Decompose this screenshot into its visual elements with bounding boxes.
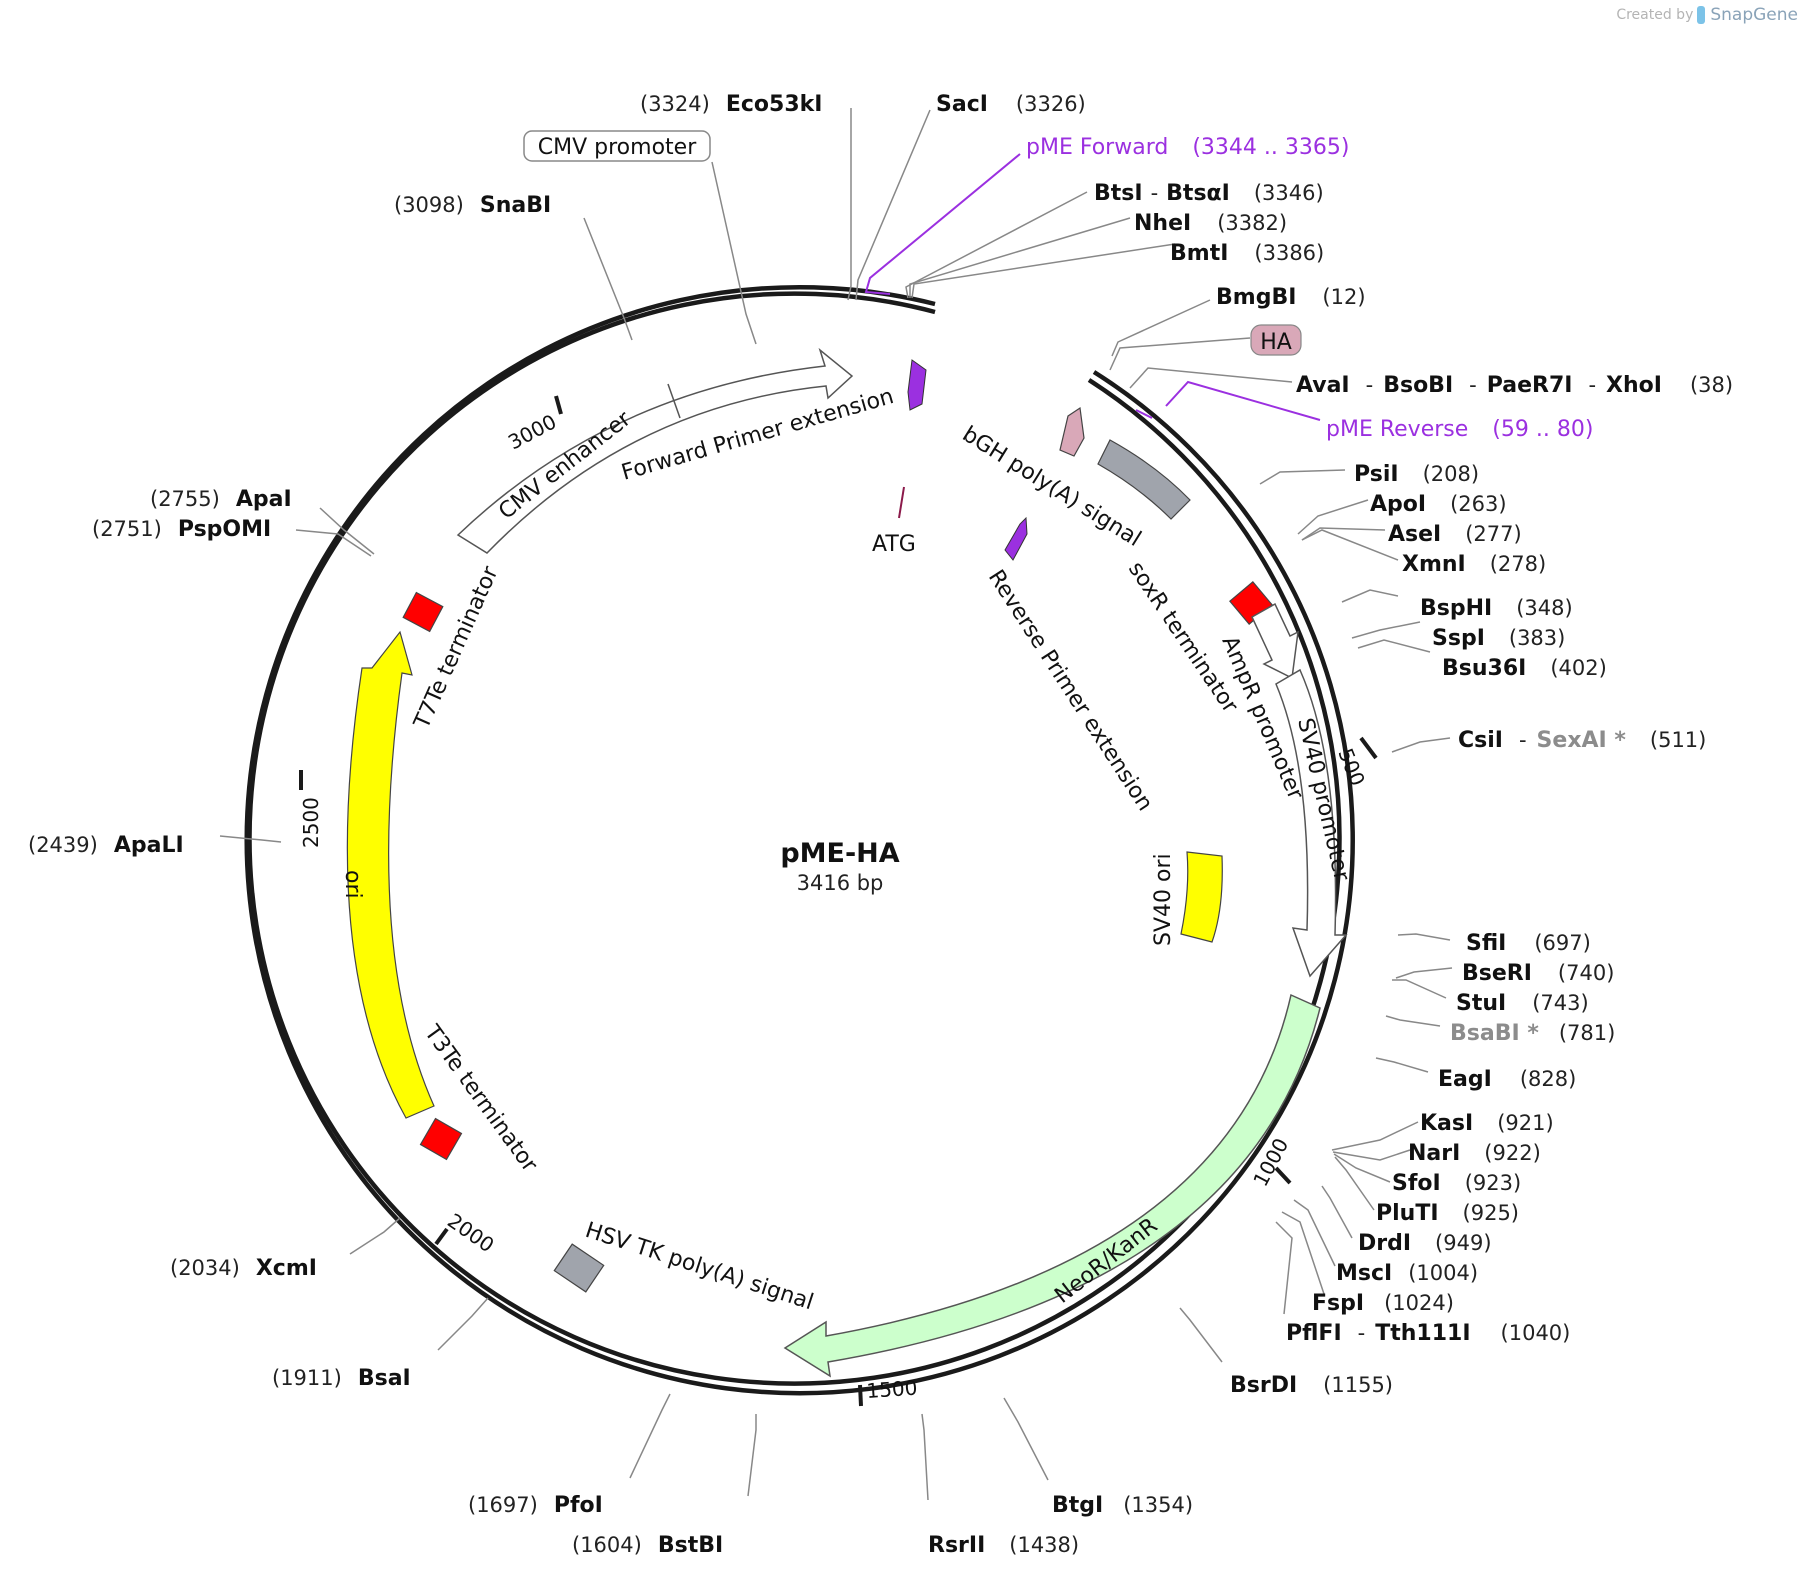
site-pfoi: (1697)PfoI <box>468 1493 603 1518</box>
ha-tag-marker <box>1059 406 1085 457</box>
watermark-created-by: Created by <box>1616 7 1694 23</box>
site-saci: SacI(3326) <box>936 92 1086 117</box>
ha-label: HA <box>1260 330 1292 355</box>
watermark-brand: SnapGene <box>1710 5 1798 25</box>
site-bstbi: (1604)BstBI <box>572 1533 723 1558</box>
site-nari: NarI(922) <box>1408 1141 1541 1166</box>
site-csii-sexai: CsiI-SexAI *(511) <box>1458 728 1706 753</box>
site-eagi: EagI(828) <box>1438 1067 1576 1092</box>
site-bsrdi: BsrDI(1155) <box>1230 1373 1393 1398</box>
site-eco53ki: (3324)Eco53kI <box>640 92 822 117</box>
t7te-terminator-block <box>402 591 444 633</box>
leader-lines <box>219 108 1453 1501</box>
sv40-ori-label: SV40 ori <box>1151 853 1176 946</box>
site-bsu36i: Bsu36I(402) <box>1442 656 1607 681</box>
site-avai-group: AvaI-BsoBI-PaeR7I-XhoI(38) <box>1296 373 1733 398</box>
cmv-divider <box>667 383 681 419</box>
tick-mark-3000 <box>554 395 563 415</box>
site-bsphi: BspHI(348) <box>1420 596 1573 621</box>
t3te-terminator-block <box>419 1117 463 1161</box>
site-sfoi: SfoI(923) <box>1392 1171 1521 1196</box>
site-kasi: KasI(921) <box>1420 1111 1554 1136</box>
site-pflfi-tth111i: PflFI-Tth111I(1040) <box>1286 1321 1570 1346</box>
backbone-inner <box>247 291 1342 1386</box>
site-xcmi: (2034)XcmI <box>170 1256 317 1281</box>
site-sfii: SfiI(697) <box>1466 931 1591 956</box>
sv40-ori-block <box>1180 851 1223 943</box>
bgh-polya-label: bGH poly(A) signal <box>958 422 1145 552</box>
reverse-primer-marker <box>1004 516 1028 561</box>
site-xmni: XmnI(278) <box>1402 552 1546 577</box>
ha-label-box <box>1250 324 1302 356</box>
tick-mark-500 <box>1359 736 1378 760</box>
site-snabi: (3098)SnaBI <box>394 193 551 218</box>
ori-label: ori <box>340 870 365 899</box>
site-bmti: BmtI(3386) <box>1170 241 1324 266</box>
tick-label-2000: 2000 <box>443 1208 498 1257</box>
tick-label-2500: 2500 <box>299 797 323 848</box>
snapgene-logo-icon <box>1697 6 1706 24</box>
reverse-primer-extension-label: Reverse Primer extension <box>983 566 1157 816</box>
sv40-promoter-arrow <box>1275 668 1348 978</box>
tick-label-1500: 1500 <box>866 1375 918 1402</box>
tick-mark-1500 <box>858 1384 863 1407</box>
site-apali: (2439)ApaLI <box>28 833 184 858</box>
site-apoi: ApoI(263) <box>1370 492 1507 517</box>
site-stui: StuI(743) <box>1456 991 1589 1016</box>
primer-pme-reverse: pME Reverse(59 .. 80) <box>1326 417 1593 442</box>
primer-pme-forward: pME Forward(3344 .. 3365) <box>1026 135 1349 160</box>
site-bsabi: BsaBI *(781) <box>1450 1021 1615 1046</box>
ampr-promoter-arrow <box>1251 602 1299 680</box>
backbone-outer <box>244 284 1355 1396</box>
site-bmgbi: BmgBI(12) <box>1216 285 1366 310</box>
tick-mark-2000 <box>434 1227 449 1246</box>
site-btsi-btsai: BtsI-BtsαI(3346) <box>1094 181 1324 206</box>
site-pluti: PluTI(925) <box>1376 1201 1519 1226</box>
ori-arrow <box>346 630 435 1119</box>
site-asei: AseI(277) <box>1388 522 1522 547</box>
hsv-polya-label: HSV TK poly(A) signal <box>582 1218 816 1315</box>
forward-primer-marker <box>907 359 927 411</box>
cmv-promoter-label: CMV promoter <box>538 135 697 160</box>
atg-marker <box>898 486 905 519</box>
site-bsai: (1911)BsaI <box>272 1366 411 1391</box>
site-rsrii: RsrII(1438) <box>928 1533 1079 1558</box>
site-fspi: FspI(1024) <box>1312 1291 1454 1316</box>
backbone <box>244 284 1355 1396</box>
hsv-polya-block <box>553 1243 605 1293</box>
site-apai: (2755)ApaI <box>150 487 292 512</box>
bgh-polya-block <box>1097 439 1191 520</box>
atg-label: ATG <box>872 532 916 557</box>
site-sspi: SspI(383) <box>1432 626 1565 651</box>
forward-primer-extension-label: Forward Primer extension <box>619 384 897 486</box>
cmv-enhancer-label: CMV enhancer <box>494 406 636 525</box>
snapgene-watermark: Created by SnapGene <box>1616 5 1798 25</box>
site-drdi: DrdI(949) <box>1358 1231 1492 1256</box>
tick-mark-1000 <box>1274 1166 1292 1185</box>
site-btgi: BtgI(1354) <box>1052 1493 1193 1518</box>
t7te-terminator-label: T7Te terminator <box>409 562 504 733</box>
tick-marks <box>299 395 1378 1407</box>
cmv-enhancer-arrow <box>456 347 854 554</box>
site-nhei: NheI(3382) <box>1134 211 1287 236</box>
site-psii: PsiI(208) <box>1354 462 1479 487</box>
neo-kanr-arrow <box>783 993 1321 1378</box>
site-labels: (3324)Eco53kI SacI(3326) pME Forward(334… <box>28 92 1733 1558</box>
plasmid-name: pME-HA <box>780 838 899 869</box>
site-bseri: BseRI(740) <box>1462 961 1614 986</box>
site-pspomi: (2751)PspOMI <box>92 517 271 542</box>
cmv-promoter-label-box <box>523 130 711 162</box>
tick-label-3000: 3000 <box>504 409 560 454</box>
plasmid-length: 3416 bp <box>797 871 884 895</box>
primer-leaders <box>864 153 1321 421</box>
site-msci: MscI(1004) <box>1336 1261 1478 1286</box>
